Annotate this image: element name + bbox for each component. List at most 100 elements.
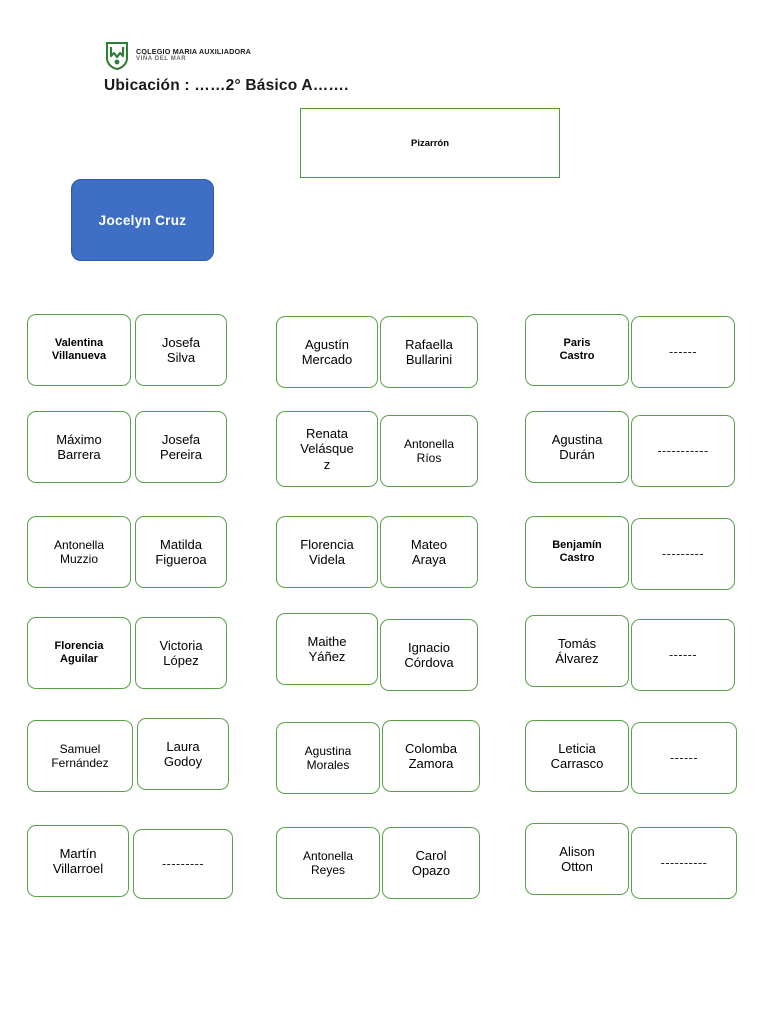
empty-seat[interactable]: --------- xyxy=(133,829,233,899)
school-name: COLEGIO MARIA AUXILIADORA xyxy=(136,47,252,57)
school-logo: COLEGIO MARIA AUXILIADORA VIÑA DEL MAR xyxy=(104,40,251,70)
whiteboard-label: Pizarrón xyxy=(410,137,449,149)
empty-seat[interactable]: ------ xyxy=(631,316,735,388)
empty-seat-placeholder: --------- xyxy=(162,856,204,871)
teacher-desk[interactable]: Jocelyn Cruz xyxy=(71,179,214,261)
school-crest-icon xyxy=(106,42,128,70)
empty-seat-placeholder: ------ xyxy=(670,750,698,765)
empty-seat[interactable]: ---------- xyxy=(631,827,737,899)
school-logo-text: COLEGIO MARIA AUXILIADORA VIÑA DEL MAR xyxy=(136,48,251,62)
empty-seat[interactable]: ----------- xyxy=(631,415,735,487)
whiteboard: Pizarrón xyxy=(300,108,560,178)
empty-seat[interactable]: ------ xyxy=(631,722,737,794)
location-line: Ubicación : ……2° Básico A……. xyxy=(104,77,349,94)
school-city: VIÑA DEL MAR xyxy=(136,55,187,62)
teacher-name: Jocelyn Cruz xyxy=(98,212,187,228)
empty-seat[interactable]: ------ xyxy=(631,619,735,691)
empty-seat-placeholder: ------ xyxy=(669,647,697,662)
empty-seat[interactable]: --------- xyxy=(631,518,735,590)
empty-seat-placeholder: ----------- xyxy=(657,443,709,458)
empty-seat-placeholder: --------- xyxy=(662,546,704,561)
